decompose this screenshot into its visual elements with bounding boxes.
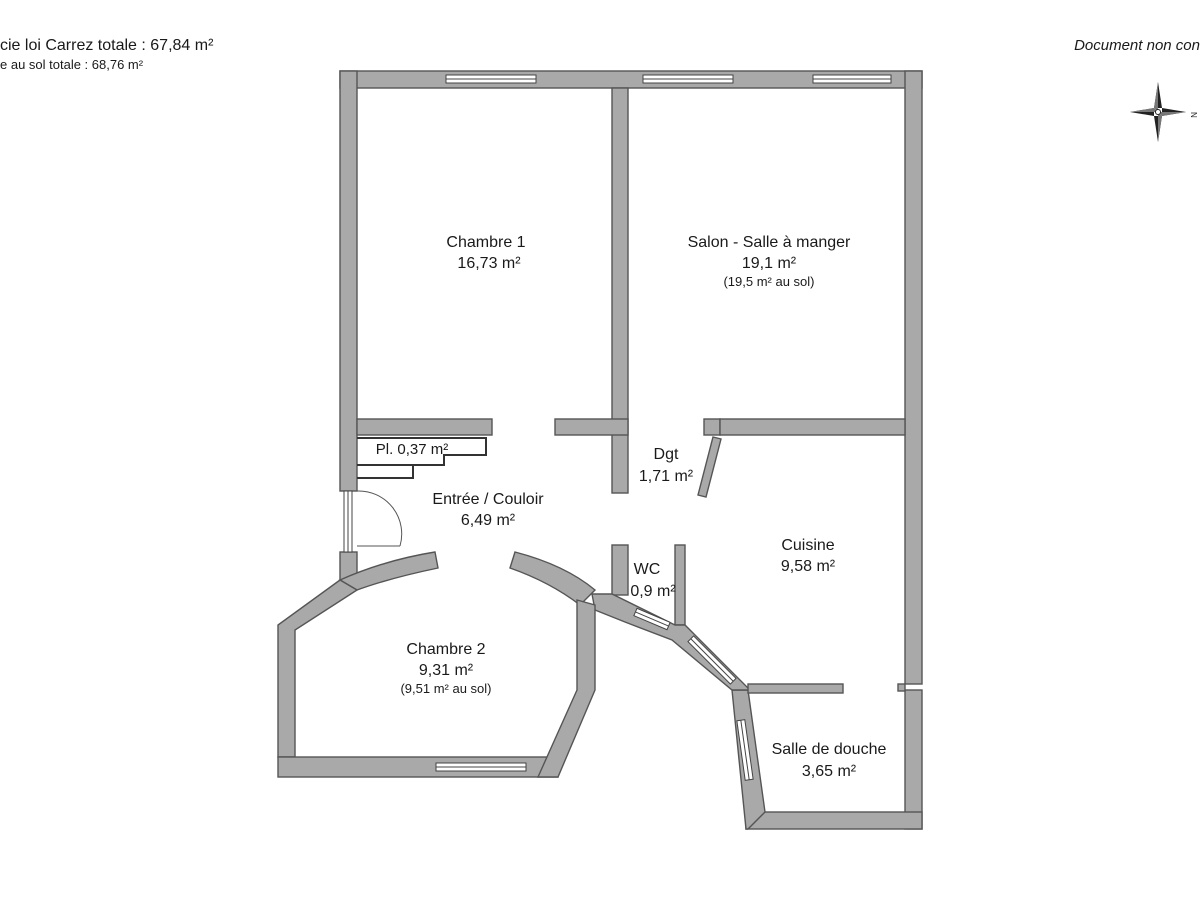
room-floor-area: (9,51 m² au sol) [400, 681, 491, 696]
wall-chambre1-bottom-right [554, 418, 629, 436]
entrance-door [343, 490, 403, 553]
room-floor-area: (19,5 m² au sol) [723, 274, 814, 289]
chambre2-walls [277, 551, 597, 778]
room-area: 1,71 m² [639, 468, 694, 485]
window-douche [736, 719, 754, 781]
room-douche: Salle de douche 3,65 m² [772, 741, 887, 780]
room-name: Chambre 2 [406, 641, 485, 658]
room-name: Salle de douche [772, 741, 887, 758]
window-salon-right [812, 74, 892, 84]
wall-douche-top [747, 683, 844, 694]
room-name: Entrée / Couloir [432, 491, 544, 508]
wall-salon-bottom-right [719, 418, 906, 436]
room-area: 0,9 m² [630, 583, 676, 600]
room-salon: Salon - Salle à manger 19,1 m² (19,5 m² … [688, 234, 851, 289]
room-area: 16,73 m² [457, 255, 521, 272]
wall-salon-bottom-left [703, 418, 721, 436]
room-name: WC [634, 561, 661, 578]
wall-wc-right [674, 544, 686, 626]
window-chambre2 [435, 762, 527, 772]
room-area: 19,1 m² [742, 255, 797, 272]
interior-walls [356, 87, 906, 694]
room-name: Pl. 0,37 m² [376, 441, 449, 458]
wall-wc-left [611, 544, 629, 596]
room-name: Dgt [654, 446, 679, 463]
wall-right-lower [904, 689, 923, 830]
wall-chambre2-top-right [509, 551, 597, 606]
wall-chambre1-bottom-left [356, 418, 493, 436]
carrez-total-label: cie loi Carrez totale : 67,84 m² [0, 37, 214, 54]
outer-walls [339, 70, 923, 830]
room-cuisine: Cuisine 9,58 m² [781, 537, 836, 575]
room-area: 9,31 m² [419, 662, 474, 679]
window-wc [633, 607, 671, 631]
compass-icon: N [1130, 82, 1198, 142]
room-area: 6,49 m² [461, 512, 516, 529]
window-salon-left [642, 74, 734, 84]
wall-chambre2-top-left [338, 551, 439, 591]
room-chambre1: Chambre 1 16,73 m² [446, 234, 525, 272]
room-area: 9,58 m² [781, 558, 836, 575]
room-name: Salon - Salle à manger [688, 234, 851, 251]
wall-chambre1-right [611, 87, 629, 494]
placard [357, 437, 487, 479]
window-chambre1 [445, 74, 537, 84]
room-name: Cuisine [781, 537, 834, 554]
door-leaf-cuisine [697, 436, 722, 498]
room-entree: Entrée / Couloir 6,49 m² [432, 491, 544, 529]
wall-bottom-douche [745, 811, 923, 830]
wall-right-notch [897, 683, 906, 692]
room-placard: Pl. 0,37 m² [376, 441, 449, 458]
disclaimer-label: Document non con [1074, 37, 1200, 54]
room-area: 3,65 m² [802, 763, 857, 780]
wall-left-upper [339, 70, 358, 492]
window-cuisine-diagonal [687, 635, 737, 685]
room-chambre2: Chambre 2 9,31 m² (9,51 m² au sol) [400, 641, 491, 696]
room-wc: WC 0,9 m² [630, 561, 676, 600]
windows [435, 74, 892, 781]
wall-chambre2-right [536, 599, 596, 778]
room-dgt: Dgt 1,71 m² [639, 446, 694, 485]
wall-right-upper [904, 70, 923, 685]
north-label: N [1189, 112, 1198, 118]
wall-chambre2-left [277, 579, 359, 758]
sol-total-label: e au sol totale : 68,76 m² [0, 57, 144, 72]
room-name: Chambre 1 [446, 234, 525, 251]
wall-kitchen-diagonal [591, 593, 752, 691]
